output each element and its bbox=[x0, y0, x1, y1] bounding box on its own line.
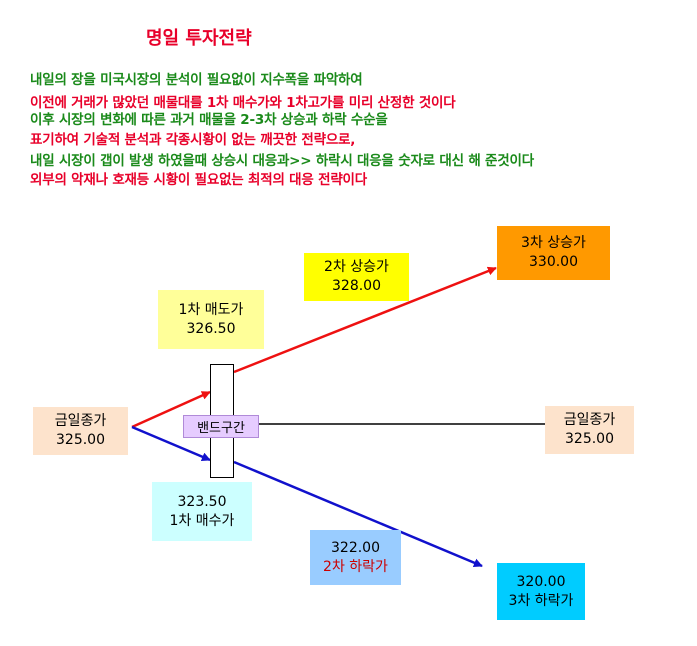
sell1-label: 1차 매도가 bbox=[178, 301, 244, 318]
up2-value: 328.00 bbox=[332, 278, 381, 294]
up3-value: 330.00 bbox=[529, 254, 578, 270]
sell1-box: 1차 매도가 326.50 bbox=[158, 290, 264, 349]
arrow-close-to-buy1 bbox=[131, 425, 211, 462]
buy1-box: 323.50 1차 매수가 bbox=[152, 482, 252, 541]
down3-value: 320.00 bbox=[516, 573, 566, 590]
page-title: 명일 투자전략 bbox=[146, 28, 252, 49]
down2-label: 2차 하락가 bbox=[323, 558, 388, 575]
buy1-label: 1차 매수가 bbox=[169, 512, 235, 529]
arrow-sell1-to-up3 bbox=[233, 266, 497, 374]
up3-box: 3차 상승가 330.00 bbox=[497, 226, 610, 280]
down3-label: 3차 하락가 bbox=[508, 592, 574, 609]
close-right-value: 325.00 bbox=[565, 431, 614, 447]
down2-box: 322.00 2차 하락가 bbox=[310, 530, 401, 585]
down2-value: 322.00 bbox=[331, 539, 380, 556]
close-left-label: 금일종가 bbox=[54, 413, 107, 429]
buy1-value: 323.50 bbox=[177, 493, 227, 510]
sell1-value: 326.50 bbox=[186, 320, 236, 337]
close-box-left: 금일종가 325.00 bbox=[33, 407, 128, 455]
description-line-6: 외부의 악재나 호재등 시황이 필요없는 최적의 대응 전략이다 bbox=[30, 172, 367, 188]
arrow-buy1-to-down3 bbox=[233, 460, 483, 568]
description-line-3: 이후 시장의 변화에 따른 과거 매물을 2-3차 상승과 하락 수순을 bbox=[30, 112, 388, 128]
description-line-1: 내일의 장을 미국시장의 분석이 필요없이 지수폭을 파악하여 bbox=[30, 72, 363, 88]
band-label: 밴드구간 bbox=[183, 415, 259, 438]
arrow-close-to-sell1 bbox=[131, 390, 211, 429]
down3-box: 320.00 3차 하락가 bbox=[497, 563, 585, 620]
up3-label: 3차 상승가 bbox=[521, 235, 586, 251]
up2-label: 2차 상승가 bbox=[324, 259, 389, 275]
close-right-label: 금일종가 bbox=[563, 412, 616, 428]
description-line-5: 내일 시장이 갭이 발생 하였을때 상승시 대응과>> 하락시 대응을 숫자로 … bbox=[30, 153, 534, 169]
description-line-2: 이전에 거래가 많았던 매물대를 1차 매수가와 1차고가를 미리 산정한 것이… bbox=[30, 95, 456, 111]
description-line-4: 표기하여 기술적 분석과 각종시황이 없는 깨끗한 전략으로, bbox=[30, 132, 356, 148]
close-box-right: 금일종가 325.00 bbox=[545, 406, 634, 454]
close-left-value: 325.00 bbox=[56, 432, 105, 448]
up2-box: 2차 상승가 328.00 bbox=[304, 253, 409, 301]
